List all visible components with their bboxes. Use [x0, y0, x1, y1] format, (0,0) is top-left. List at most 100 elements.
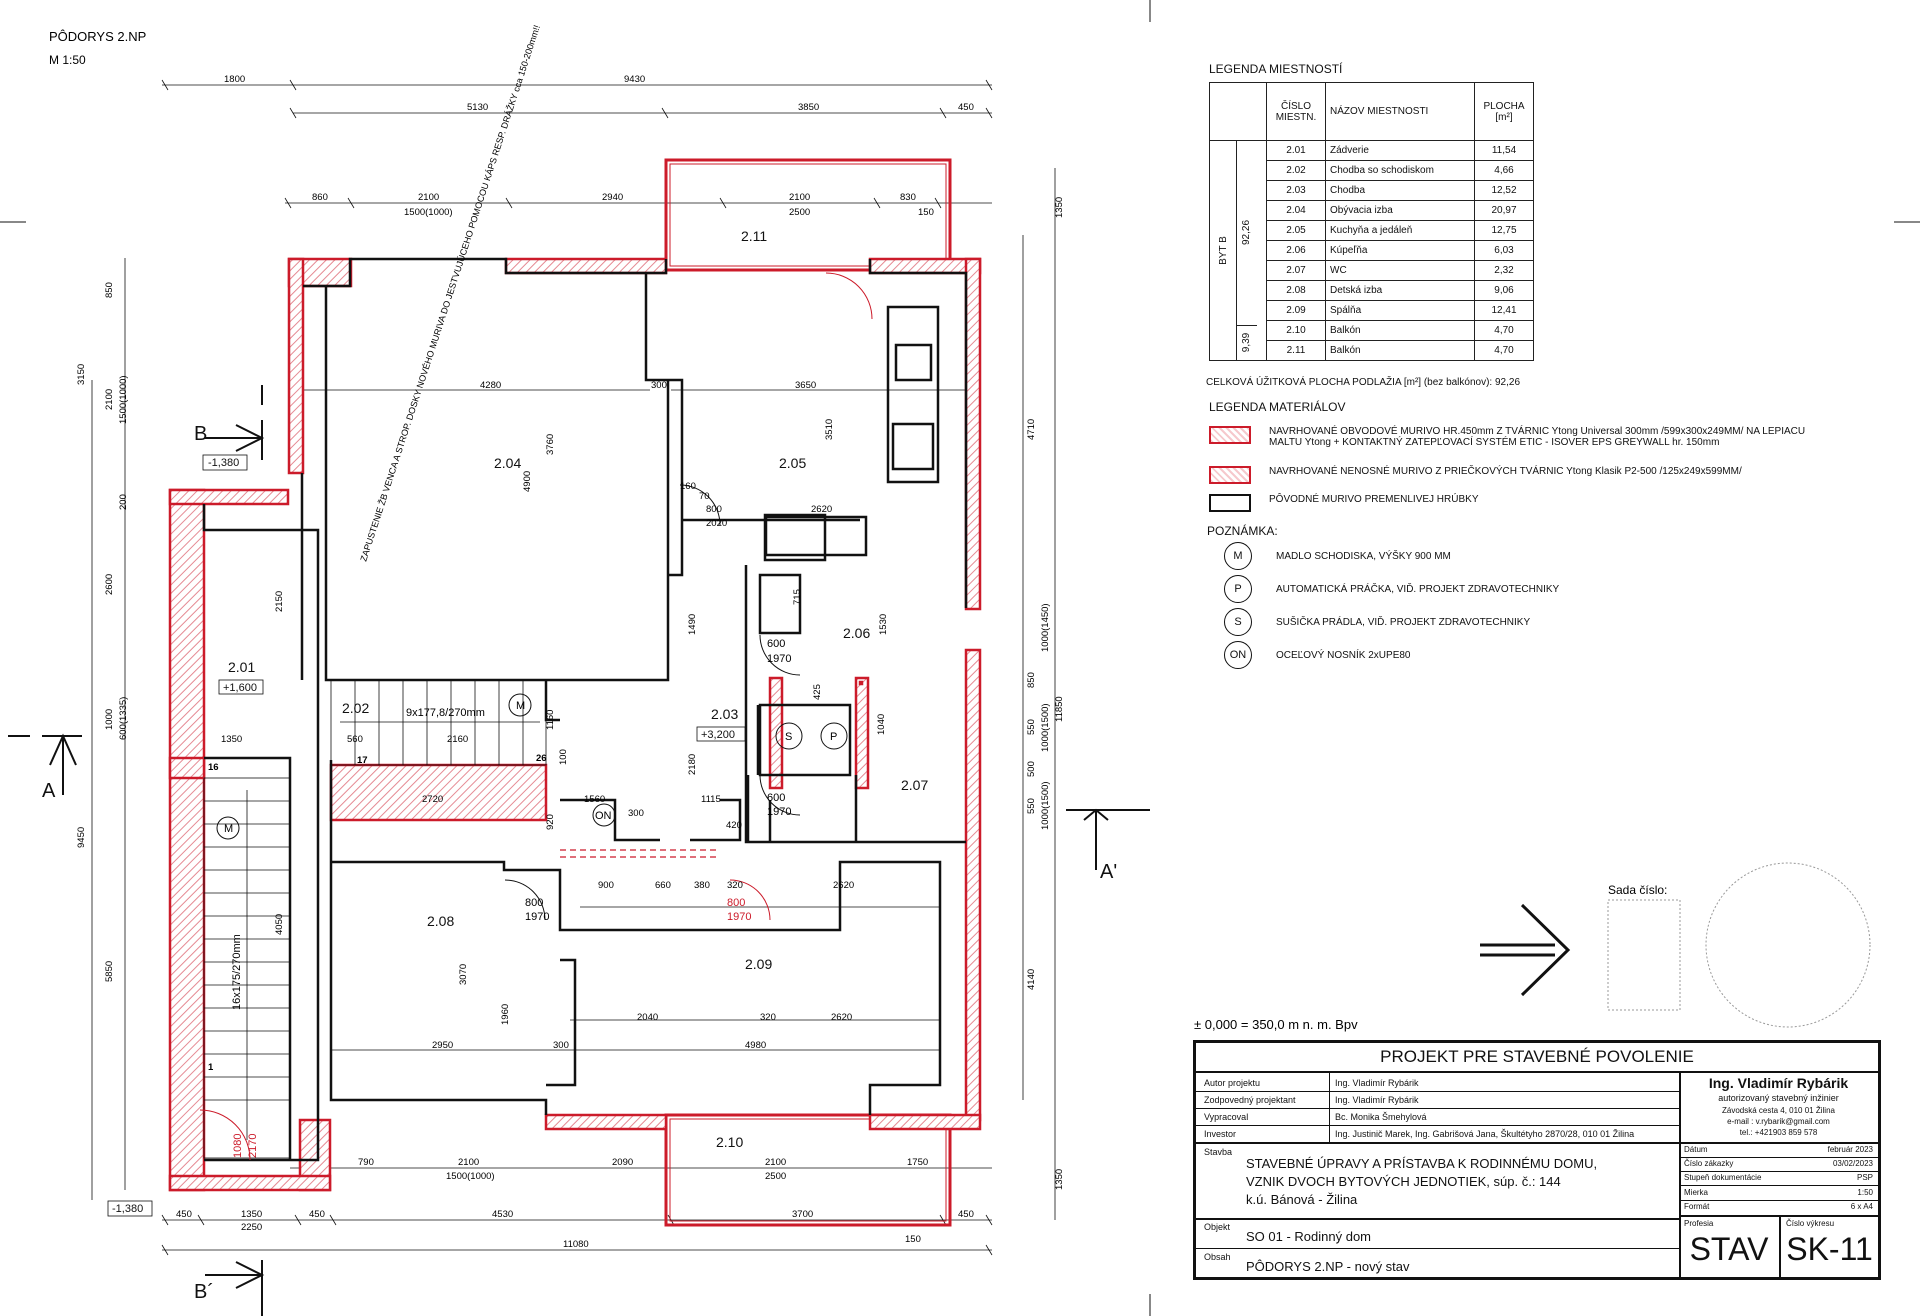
value-object: SO 01 - Rodinný dom [1246, 1229, 1372, 1244]
room-area: 4,66 [1474, 160, 1534, 181]
dim-top-k: 150 [918, 207, 934, 218]
note-symbol-p: P [1224, 575, 1252, 603]
room-no: 2.01 [1266, 140, 1326, 161]
dim-left-g: 9450 [76, 827, 87, 848]
profession: STAV [1689, 1231, 1769, 1267]
room-no: 2.10 [1266, 320, 1326, 341]
dim-left-b: 3150 [76, 364, 87, 385]
dim-in-d: 3760 [545, 434, 556, 455]
dim-in-a: 4280 [480, 380, 501, 391]
dim-bottom-h: 150 [905, 1234, 921, 1245]
section-a-right: A' [1100, 861, 1117, 883]
room-2-11: 2.11 [741, 228, 767, 244]
room-name: Chodba [1325, 180, 1475, 201]
dim-left-c2: 1500(1000) [118, 375, 129, 424]
door-1: 600 [767, 638, 785, 650]
dim-in-k: 2150 [274, 591, 285, 612]
room-name: Balkón [1325, 320, 1475, 341]
building-line-2: VZNIK DVOCH BYTOVÝCH JEDNOTIEK, súp. č.:… [1246, 1174, 1561, 1189]
room-no: 2.09 [1266, 300, 1326, 321]
dim-bottom-i: 790 [358, 1157, 374, 1168]
dim-top-c: 5130 [467, 102, 488, 113]
balcony-2-10 [664, 1113, 952, 1227]
dim-in-u: 1115 [701, 794, 721, 805]
symbol-m1: M [516, 700, 525, 712]
col-room-area: PLOCHA [m²] [1474, 82, 1534, 141]
value-responsible: Ing. Vladimír Rybárik [1335, 1095, 1419, 1105]
dim-in-q: 1490 [687, 614, 698, 635]
group-area-b: 9,39 [1241, 332, 1253, 353]
dim-bottom-m: 1750 [907, 1157, 928, 1168]
dim-in-ar: 17 [357, 755, 368, 766]
room-2-09: 2.09 [745, 956, 772, 972]
dim-in-h2: 2020 [706, 518, 727, 529]
dim-top-b: 9430 [624, 74, 645, 85]
dim-top-a: 1800 [224, 74, 245, 85]
dim-in-g: 2620 [811, 504, 832, 515]
building-line-3: k.ú. Bánová - Žilina [1246, 1192, 1358, 1207]
room-no: 2.05 [1266, 220, 1326, 241]
building-line-1: STAVEBNÉ ÚPRAVY A PRÍSTAVBA K RODINNÉMU … [1246, 1156, 1598, 1171]
room-area: 20,97 [1474, 200, 1534, 221]
dim-top-g2: 1500(1000) [404, 207, 453, 218]
dim-bottom-c: 450 [309, 1209, 325, 1220]
hatch-swatch-partition [1209, 466, 1251, 484]
door-5: 1080 [232, 1134, 244, 1158]
room-no: 2.04 [1266, 200, 1326, 221]
stair-lower [203, 777, 291, 1159]
room-no: 2.11 [1266, 340, 1326, 361]
dim-bottom-j2: 1500(1000) [446, 1171, 495, 1182]
note-row-2: P AUTOMATICKÁ PRÁČKA, VIĎ. PROJEKT ZDRAVO… [1224, 575, 1559, 603]
dim-in-aq: 26 [536, 753, 547, 764]
balcony-2-11 [664, 158, 952, 272]
sheet-title: PÔDORYS 2.NP [49, 29, 146, 44]
room-2-01: 2.01 [228, 659, 255, 675]
dim-in-f: 3510 [824, 419, 835, 440]
room-name: Balkón [1325, 340, 1475, 361]
dim-right-d: 4140 [1026, 969, 1037, 990]
door-4: 800 [727, 897, 745, 909]
dim-right-h2: 1000(1500) [1040, 703, 1051, 752]
hatch-swatch-perimeter [1209, 426, 1251, 444]
dim-in-at: 1 [208, 1062, 214, 1073]
material-legend-heading: LEGENDA MATERIÁLOV [1209, 400, 1346, 414]
note-text-1: MADLO SCHODISKA, VÝŠKY 900 MM [1276, 550, 1451, 562]
level-bottom: -1,380 [112, 1203, 143, 1215]
dim-in-x: 920 [545, 814, 556, 830]
dim-top-j: 830 [900, 192, 916, 203]
dim-in-i: 160 [680, 481, 696, 492]
symbol-m2: M [224, 823, 233, 835]
dim-right-j: 550 [1026, 798, 1037, 814]
room-2-05: 2.05 [779, 455, 806, 471]
col-room-no: ČÍSLO MIESTN. [1266, 82, 1326, 141]
room-labels: 2.01 2.02 2.03 2.04 2.05 2.06 2.07 2.08 … [228, 228, 928, 1150]
room-area: 4,70 [1474, 320, 1534, 341]
room-area: 2,32 [1474, 260, 1534, 281]
room-no: 2.03 [1266, 180, 1326, 201]
north-arrow-icon [1480, 903, 1571, 997]
dim-bottom-e: 3700 [792, 1209, 813, 1220]
meta-label: Formát [1684, 1201, 1710, 1211]
dim-in-p: 100 [558, 749, 569, 765]
dim-in-y: 900 [598, 880, 614, 891]
dims-inner: 4280 300 3650 3760 4900 3510 2620 800 20… [208, 380, 889, 1073]
level-2-01: +1,600 [223, 682, 257, 694]
group-area-a: 92,26 [1241, 220, 1253, 246]
section-b-top: B [194, 423, 207, 445]
stair-upper [330, 679, 547, 766]
dim-right-a: 1350 [1054, 197, 1065, 218]
meta-value: 6 x A4 [1850, 1201, 1873, 1211]
note-text-2: AUTOMATICKÁ PRÁČKA, VIĎ. PROJEKT ZDRAVOT… [1276, 583, 1560, 595]
dim-right-b: 4710 [1026, 419, 1037, 440]
set-label: Sada číslo: [1608, 883, 1667, 897]
label-object: Objekt [1204, 1222, 1231, 1232]
dim-in-w: 2720 [422, 794, 443, 805]
firm-address: Závodská cesta 4, 010 01 Žilina [1722, 1106, 1835, 1115]
door-3: 800 [525, 897, 543, 909]
room-area: 9,06 [1474, 280, 1534, 301]
